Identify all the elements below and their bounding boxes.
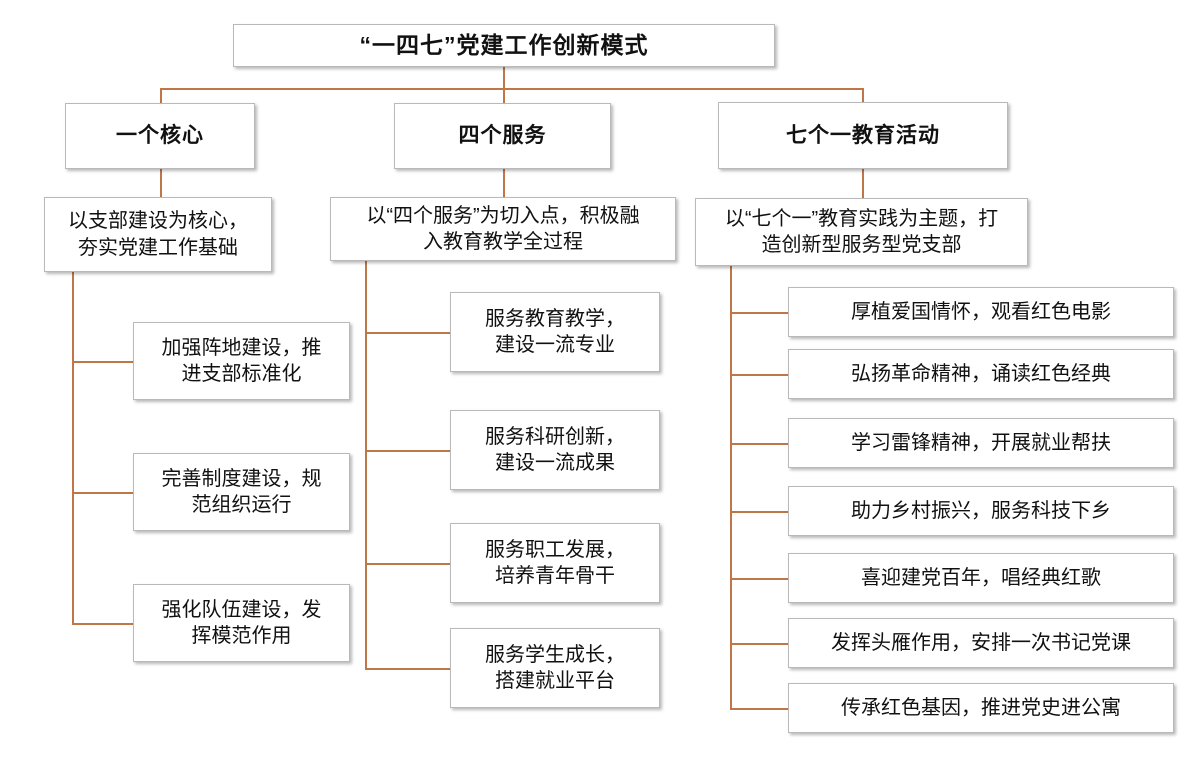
connector-line	[730, 312, 788, 314]
connector-line	[730, 511, 788, 513]
connector-line	[503, 88, 505, 103]
branch-3-leaf-3-text: 学习雷锋精神，开展就业帮扶	[851, 431, 1111, 454]
branch-3-description-box: 以“七个一”教育实践为主题，打 造创新型服务型党支部	[695, 198, 1028, 266]
branch-2-leaf-2-text: 服务科研创新， 建设一流成果	[485, 425, 625, 474]
branch-3-leaf-4: 助力乡村振兴，服务科技下乡	[788, 486, 1174, 536]
connector-line	[365, 563, 450, 565]
connector-line	[730, 643, 788, 645]
branch-3-leaf-1-text: 厚植爱国情怀，观看红色电影	[851, 300, 1111, 323]
connector-line	[503, 67, 505, 88]
branch-1-leaf-3: 强化队伍建设，发 挥模范作用	[133, 584, 350, 662]
branch-3-leaf-6: 发挥头雁作用，安排一次书记党课	[788, 618, 1174, 668]
branch-3-header-box: 七个一教育活动	[718, 102, 1008, 169]
connector-line	[72, 272, 74, 623]
branch-2-leaf-3-text: 服务职工发展， 培养青年骨干	[485, 538, 625, 587]
connector-line	[160, 88, 863, 90]
connector-line	[365, 332, 450, 334]
branch-3-leaf-5-text: 喜迎建党百年，唱经典红歌	[861, 566, 1101, 589]
root-title-box: “一四七”党建工作创新模式	[233, 24, 775, 67]
branch-1-description-box: 以支部建设为核心， 夯实党建工作基础	[44, 197, 272, 272]
connector-line	[730, 443, 788, 445]
branch-3-leaf-7: 传承红色基因，推进党史进公寓	[788, 683, 1174, 733]
branch-2-leaf-1: 服务教育教学， 建设一流专业	[450, 292, 660, 372]
branch-2-header-box: 四个服务	[394, 103, 611, 169]
branch-2-leaf-1-text: 服务教育教学， 建设一流专业	[485, 307, 625, 356]
branch-1-leaf-2: 完善制度建设，规 范组织运行	[133, 453, 350, 531]
connector-line	[730, 578, 788, 580]
branch-2-leaf-4-text: 服务学生成长， 搭建就业平台	[485, 643, 625, 692]
branch-3-leaf-4-text: 助力乡村振兴，服务科技下乡	[851, 499, 1111, 522]
connector-line	[365, 450, 450, 452]
branch-3-header-text: 七个一教育活动	[786, 123, 940, 147]
connector-line	[160, 88, 162, 103]
branch-1-leaf-3-text: 强化队伍建设，发 挥模范作用	[161, 598, 322, 647]
connector-line	[862, 169, 864, 198]
connector-line	[72, 361, 133, 363]
branch-3-leaf-7-text: 传承红色基因，推进党史进公寓	[841, 696, 1121, 719]
connector-line	[730, 708, 788, 710]
connector-line	[503, 169, 505, 197]
branch-3-leaf-2: 弘扬革命精神，诵读红色经典	[788, 349, 1174, 399]
branch-2-description-box: 以“四个服务”为切入点，积极融 入教育教学全过程	[330, 197, 676, 261]
branch-2-leaf-4: 服务学生成长， 搭建就业平台	[450, 628, 660, 708]
branch-1-description-text: 以支部建设为核心， 夯实党建工作基础	[68, 210, 248, 259]
branch-1-header-text: 一个核心	[116, 124, 204, 148]
branch-1-leaf-1-text: 加强阵地建设，推 进支部标准化	[161, 336, 322, 385]
branch-3-leaf-6-text: 发挥头雁作用，安排一次书记党课	[831, 631, 1131, 654]
branch-2-header-text: 四个服务	[458, 124, 547, 148]
connector-line	[365, 261, 367, 668]
branch-2-leaf-2: 服务科研创新， 建设一流成果	[450, 410, 660, 490]
connector-line	[730, 374, 788, 376]
branch-1-leaf-1: 加强阵地建设，推 进支部标准化	[133, 322, 350, 400]
root-title-text: “一四七”党建工作创新模式	[359, 32, 649, 59]
branch-2-description-text: 以“四个服务”为切入点，积极融 入教育教学全过程	[366, 204, 640, 253]
branch-3-leaf-5: 喜迎建党百年，唱经典红歌	[788, 553, 1174, 603]
branch-3-description-text: 以“七个一”教育实践为主题，打 造创新型服务型党支部	[724, 207, 999, 256]
branch-3-leaf-1: 厚植爱国情怀，观看红色电影	[788, 287, 1174, 337]
connector-line	[160, 169, 162, 197]
branch-3-leaf-2-text: 弘扬革命精神，诵读红色经典	[851, 362, 1111, 385]
connector-line	[72, 623, 133, 625]
connector-line	[730, 266, 732, 708]
connector-line	[862, 88, 864, 103]
branch-1-leaf-2-text: 完善制度建设，规 范组织运行	[161, 467, 322, 516]
branch-3-leaf-3: 学习雷锋精神，开展就业帮扶	[788, 418, 1174, 468]
connector-line	[365, 668, 450, 670]
branch-2-leaf-3: 服务职工发展， 培养青年骨干	[450, 523, 660, 603]
connector-line	[72, 492, 133, 494]
branch-1-header-box: 一个核心	[65, 103, 255, 169]
